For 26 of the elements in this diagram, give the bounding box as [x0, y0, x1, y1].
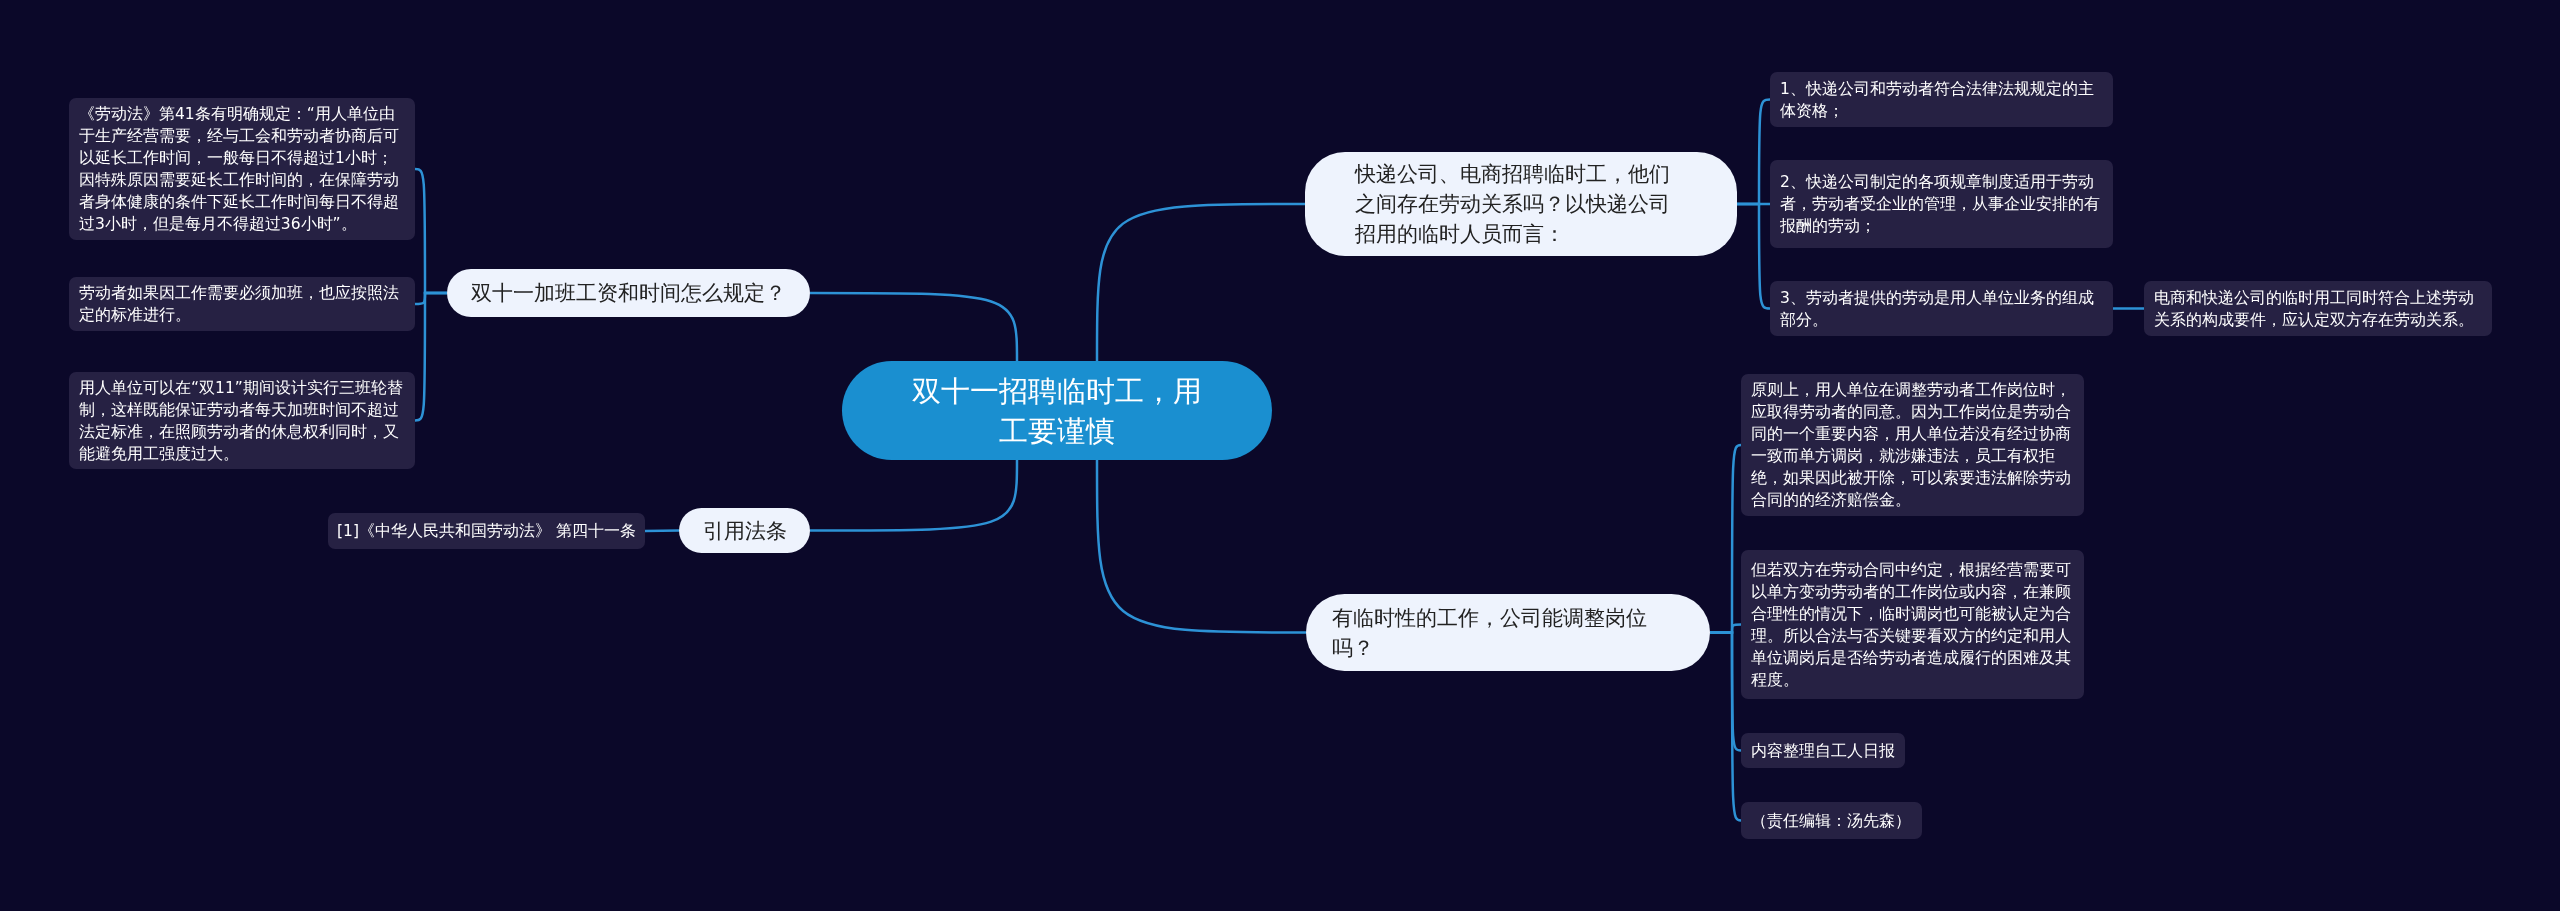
connector-line — [645, 529, 679, 533]
note-box: （责任编辑：汤先森） — [1741, 802, 1922, 839]
note-box: 劳动者如果因工作需要必须加班，也应按照法定的标准进行。 — [69, 277, 415, 331]
note-box: 但若双方在劳动合同中约定，根据经营需要可以单方变动劳动者的工作岗位或内容，在兼顾合理性的情况下，临时调岗也可能被认定为合理。所以合法与否关键要看双方的约定和用人单位调岗后是否给劳动者造成履行的困难及其程度。 — [1741, 550, 2084, 699]
note-box: 用人单位可以在“双11”期间设计实行三班轮替制，这样既能保证劳动者每天加班时间不超过法定标准，在照顾劳动者的休息权利同时，又能避免用工强度过大。 — [69, 372, 415, 469]
connector-line — [1737, 202, 1771, 310]
connector-line — [810, 460, 1019, 532]
connector-line — [1710, 631, 1742, 822]
topic-box: 引用法条 — [679, 508, 810, 553]
note-box: 《劳动法》第41条有明确规定：“用人单位由于生产经营需要，经与工会和劳动者协商后可以延长工作时间，一般每日不得超过1小时；因特殊原因需要延长工作时间的，在保障劳动者身体健康的条件下延长工作时间每日不得超过3小时，但是每月不得超过36小时”。 — [69, 98, 415, 240]
note-box: 3、劳动者提供的劳动是用人单位业务的组成部分。 — [1770, 281, 2113, 336]
note-box: 内容整理自工人日报 — [1741, 733, 1905, 768]
note-box: 原则上，用人单位在调整劳动者工作岗位时，应取得劳动者的同意。因为工作岗位是劳动合同的一个重要内容，用人单位若没有经过协商一致而单方调岗，就涉嫌违法，员工有权拒绝，如果因此被开除，可以索要违法解除劳动合同的的经济赔偿金。 — [1741, 374, 2084, 516]
note-box: 2、快递公司制定的各项规章制度适用于劳动者，劳动者受企业的管理，从事企业安排的有报酬的劳动； — [1770, 160, 2113, 248]
topic-box: 有临时性的工作，公司能调整岗位吗？ — [1306, 594, 1710, 671]
topic-box: 快递公司、电商招聘临时工，他们之间存在劳动关系吗？以快递公司招用的临时人员而言： — [1305, 152, 1737, 256]
central-topic-box: 双十一招聘临时工，用工要谨慎 — [842, 361, 1272, 460]
connector-line — [1095, 202, 1305, 361]
connector-line — [414, 291, 447, 422]
note-box: 1、快递公司和劳动者符合法律法规规定的主体资格； — [1770, 72, 2113, 127]
note-box: [1]《中华人民共和国劳动法》 第四十一条 — [328, 513, 645, 549]
connector-line — [810, 291, 1019, 361]
connector-line — [1095, 460, 1306, 634]
topic-box: 双十一加班工资和时间怎么规定？ — [447, 269, 810, 317]
note-box: 电商和快递公司的临时用工同时符合上述劳动关系的构成要件，应认定双方存在劳动关系。 — [2144, 281, 2492, 336]
connector-line — [2113, 307, 2144, 310]
